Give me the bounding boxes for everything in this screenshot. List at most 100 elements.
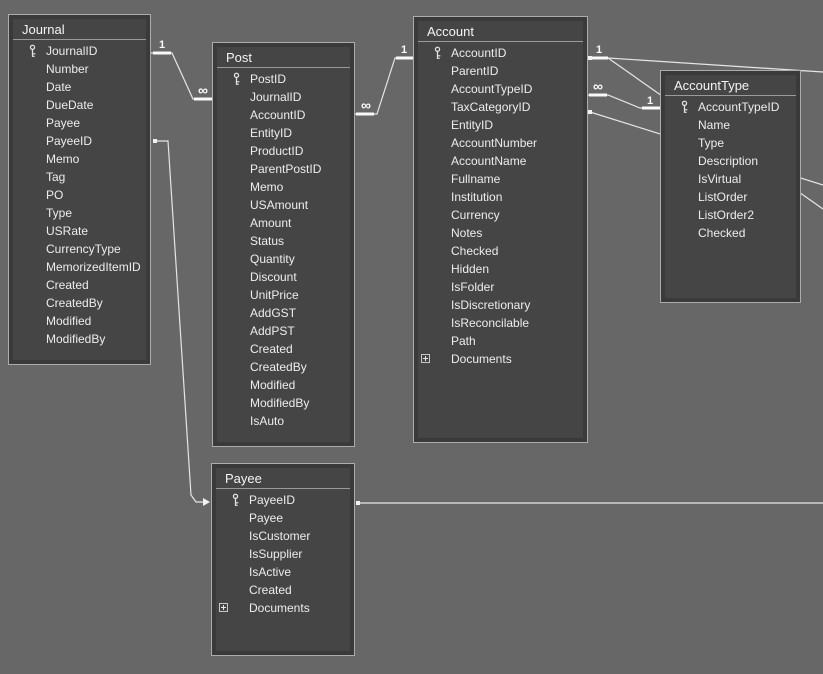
table-row[interactable]: UnitPrice [217,286,350,304]
expand-icon[interactable] [421,354,430,363]
table-title[interactable]: Account [427,23,474,39]
table-row[interactable]: ListOrder [665,188,796,206]
table-row[interactable]: ParentPostID [217,160,350,178]
table-row[interactable]: JournalID [13,42,146,60]
table-row[interactable]: Hidden [418,260,583,278]
table-row[interactable]: TaxCategoryID [418,98,583,116]
table-row[interactable]: ListOrder2 [665,206,796,224]
table-row[interactable]: Discount [217,268,350,286]
table-row[interactable]: Description [665,152,796,170]
field-name: Created [250,342,293,356]
table-row[interactable]: Created [217,340,350,358]
key-icon [232,72,241,86]
table-row[interactable]: CurrencyType [13,240,146,258]
table-row[interactable]: Currency [418,206,583,224]
table-row[interactable]: Created [216,581,350,599]
table-row[interactable]: EntityID [217,124,350,142]
table-row[interactable]: Payee [13,114,146,132]
field-name: Checked [451,244,499,258]
table-row[interactable]: Notes [418,224,583,242]
table-row[interactable]: IsFolder [418,278,583,296]
table-row[interactable]: Type [13,204,146,222]
field-name: AccountID [250,108,306,122]
field-name: IsDiscretionary [451,298,531,312]
table-row[interactable]: IsActive [216,563,350,581]
cardinality-label: 1 [596,44,602,56]
table-row[interactable]: DueDate [13,96,146,114]
table-row[interactable]: IsDiscretionary [418,296,583,314]
table-row[interactable]: CreatedBy [217,358,350,376]
relationship-journal-payee [153,139,210,506]
table-row[interactable]: Institution [418,188,583,206]
table-row[interactable]: PO [13,186,146,204]
table-title[interactable]: Journal [22,21,65,37]
table-row[interactable]: Memo [217,178,350,196]
table-row[interactable]: Tag [13,168,146,186]
table-row[interactable]: AccountNumber [418,134,583,152]
table-row[interactable]: USAmount [217,196,350,214]
table-row[interactable]: AccountID [217,106,350,124]
table-row[interactable]: ModifiedBy [13,330,146,348]
expand-icon[interactable] [219,603,228,612]
table-row[interactable]: AccountTypeID [418,80,583,98]
field-name: Fullname [451,172,501,186]
table-row[interactable]: AccountID [418,44,583,62]
table-row[interactable]: AccountName [418,152,583,170]
table-row[interactable]: Created [13,276,146,294]
table-row[interactable]: PayeeID [216,491,350,509]
table-separator [13,39,146,40]
table-row[interactable]: Quantity [217,250,350,268]
table-row[interactable]: IsSupplier [216,545,350,563]
table-row[interactable]: IsAuto [217,412,350,430]
table-row[interactable]: ProductID [217,142,350,160]
table-row[interactable]: IsCustomer [216,527,350,545]
table-row[interactable]: USRate [13,222,146,240]
table-row[interactable]: Modified [13,312,146,330]
table-row[interactable]: IsVirtual [665,170,796,188]
table-row[interactable]: Documents [418,350,583,368]
table-row[interactable]: Memo [13,150,146,168]
table-row[interactable]: Name [665,116,796,134]
field-name: Amount [250,216,292,230]
table-row[interactable]: Fullname [418,170,583,188]
table-row[interactable]: PostID [217,70,350,88]
table-row[interactable]: AddGST [217,304,350,322]
table-row[interactable]: ParentID [418,62,583,80]
table-row[interactable]: Status [217,232,350,250]
field-name: UnitPrice [250,288,299,302]
table-row[interactable]: JournalID [217,88,350,106]
table-row[interactable]: Documents [216,599,350,617]
field-name: Description [698,154,759,168]
table-title[interactable]: Post [226,49,253,65]
table-row[interactable]: Date [13,78,146,96]
table-row[interactable]: AddPST [217,322,350,340]
table-row[interactable]: Payee [216,509,350,527]
table-row[interactable]: EntityID [418,116,583,134]
table-row[interactable]: MemorizedItemID [13,258,146,276]
field-name: IsAuto [250,414,285,428]
table-row[interactable]: Type [665,134,796,152]
table-row[interactable]: Number [13,60,146,78]
relationship-line[interactable] [155,140,203,503]
table-row[interactable]: Path [418,332,583,350]
table-title[interactable]: Payee [225,470,262,486]
table-row[interactable]: IsReconcilable [418,314,583,332]
table-row[interactable]: Amount [217,214,350,232]
table-row[interactable]: Modified [217,376,350,394]
table-row[interactable]: CreatedBy [13,294,146,312]
table-row[interactable]: ModifiedBy [217,394,350,412]
table-title[interactable]: AccountType [674,77,750,93]
table-row[interactable]: AccountTypeID [665,98,796,116]
table-row[interactable]: Checked [418,242,583,260]
table-row[interactable]: Checked [665,224,796,242]
table-row[interactable]: PayeeID [13,132,146,150]
